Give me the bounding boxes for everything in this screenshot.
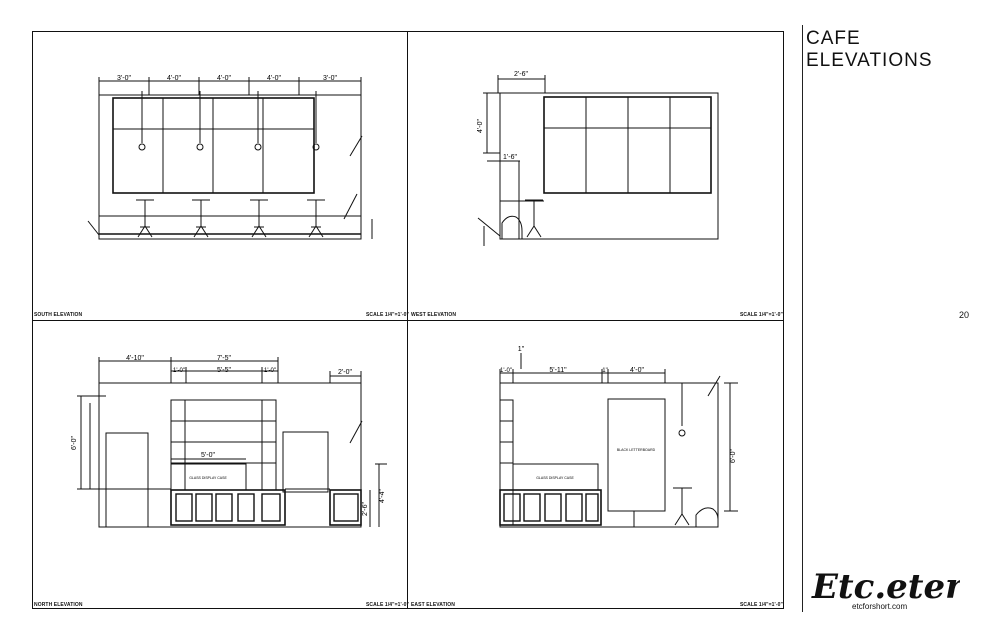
east-dim-4: 1" — [602, 368, 607, 374]
sheet-title: CAFE ELEVATIONS — [806, 28, 933, 72]
south-dim-5: 3'-0" — [323, 75, 337, 82]
south-elevation-drawing: 3'-0" 4'-0" 4'-0" 4'-0" 3'-0" — [87, 75, 373, 240]
west-dim-1: 2'-6" — [514, 71, 528, 78]
east-dim-3: 5'-11" — [549, 367, 567, 374]
north-elevation-label: NORTH ELEVATION — [34, 602, 83, 608]
north-elevation-scale: SCALE 1/4"=1'-0" — [366, 602, 409, 608]
south-elevation-label: SOUTH ELEVATION — [34, 312, 83, 318]
west-elevation-label: WEST ELEVATION — [411, 312, 457, 318]
north-dim-5: 1'-0" — [264, 368, 276, 374]
east-elevation-label: EAST ELEVATION — [411, 602, 455, 608]
north-dim-3: 1'-0" — [173, 368, 185, 374]
east-dim-5: 4'-0" — [630, 367, 644, 374]
north-dim-6: 2'-0" — [338, 369, 352, 376]
west-dim-2: 4'-0" — [477, 119, 484, 133]
north-dim-2: 7'-5" — [217, 355, 231, 362]
east-dim-1: 1" — [518, 346, 525, 353]
south-dim-4: 4'-0" — [267, 75, 281, 82]
east-case-label: GLASS DISPLAY CASE — [536, 476, 574, 480]
north-case-label: GLASS DISPLAY CASE — [189, 476, 227, 480]
east-elevation-scale: SCALE 1/4"=1'-0" — [740, 602, 783, 608]
north-dim-8: 6'-0" — [71, 436, 78, 450]
north-dim-10: 2'-6" — [362, 502, 369, 516]
west-elevation-scale: SCALE 1/4"=1'-0" — [740, 312, 783, 318]
panel-divider-horizontal — [32, 320, 784, 321]
north-dim-4: 5'-5" — [217, 367, 231, 374]
east-board-label: BLACK LETTERBOARD — [617, 448, 656, 452]
title-block-rule — [802, 25, 803, 612]
logo-wordmark: Etc.etera — [811, 567, 960, 607]
east-elevation-drawing: 1" 1'-0" 5'-11" 1" 4'-0" 6'-0" GLASS DIS… — [499, 346, 738, 528]
sheet-title-line-1: CAFE — [806, 28, 861, 49]
south-dim-3: 4'-0" — [217, 75, 231, 82]
west-dim-3: 1'-6" — [503, 154, 517, 161]
logo-website: etcforshort.com — [852, 602, 908, 611]
etcetera-logo: Etc.etera — [811, 567, 960, 607]
west-elevation-drawing: 2'-6" 4'-0" 1'-6" — [477, 71, 719, 246]
sheet-title-line-2: ELEVATIONS — [806, 50, 933, 71]
north-elevation-drawing: 4'-10" 7'-5" 1'-0" 5'-5" 1'-0" 2'-0" 5'-… — [71, 355, 387, 528]
east-dim-2: 1'-0" — [500, 368, 512, 374]
south-dim-1: 3'-0" — [117, 75, 131, 82]
north-dim-1: 4'-10" — [126, 355, 144, 362]
east-dim-6: 6'-0" — [730, 449, 737, 463]
south-dim-2: 4'-0" — [167, 75, 181, 82]
south-elevation-scale: SCALE 1/4"=1'-0" — [366, 312, 409, 318]
north-dim-9: 4'-4" — [379, 489, 386, 503]
page-number: 20 — [959, 310, 970, 320]
north-dim-7: 5'-0" — [201, 452, 215, 459]
